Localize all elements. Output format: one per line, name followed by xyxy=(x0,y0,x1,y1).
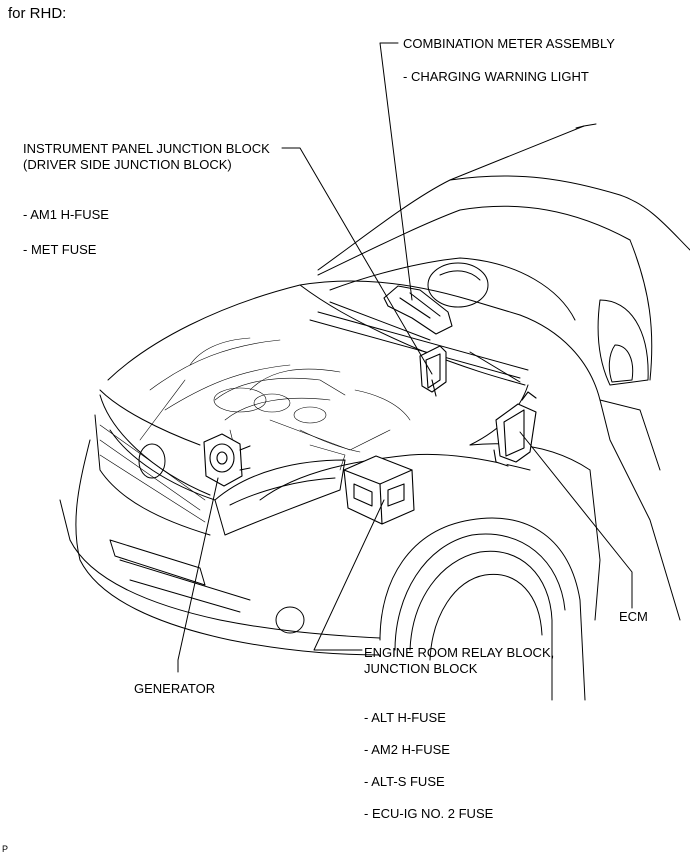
engine-room-rb-shape xyxy=(343,455,415,525)
generator-shape xyxy=(203,433,251,487)
instrument-panel-jb-label-line1: INSTRUMENT PANEL JUNCTION BLOCK xyxy=(23,141,270,156)
page-heading: for RHD: xyxy=(8,5,67,22)
engine-room-rb-label-line2: JUNCTION BLOCK xyxy=(364,661,478,676)
ecm-shape xyxy=(493,391,537,467)
am1-h-fuse-item: - AM1 H-FUSE xyxy=(23,207,109,222)
charging-warning-light-item: - CHARGING WARNING LIGHT xyxy=(403,69,589,84)
combination-meter-shape xyxy=(383,285,453,335)
ecm-label: ECM xyxy=(619,609,648,624)
am2-h-fuse-item: - AM2 H-FUSE xyxy=(364,742,450,757)
alt-h-fuse-item: - ALT H-FUSE xyxy=(364,710,446,725)
instrument-panel-jb-shape xyxy=(419,345,447,397)
combination-meter-label: COMBINATION METER ASSEMBLY xyxy=(403,36,615,51)
engine-room-rb-label-line1: ENGINE ROOM RELAY BLOCK, xyxy=(364,645,555,660)
alt-s-fuse-item: - ALT-S FUSE xyxy=(364,774,445,789)
met-fuse-item: - MET FUSE xyxy=(23,242,97,257)
vehicle-body xyxy=(59,123,690,701)
ecu-ig-no2-fuse-item: - ECU-IG NO. 2 FUSE xyxy=(364,806,494,821)
generator-label: GENERATOR xyxy=(134,681,216,696)
instrument-panel-jb-label-line2: (DRIVER SIDE JUNCTION BLOCK) xyxy=(23,157,232,172)
leader-lines xyxy=(177,42,633,673)
figure-code: P xyxy=(2,844,9,854)
